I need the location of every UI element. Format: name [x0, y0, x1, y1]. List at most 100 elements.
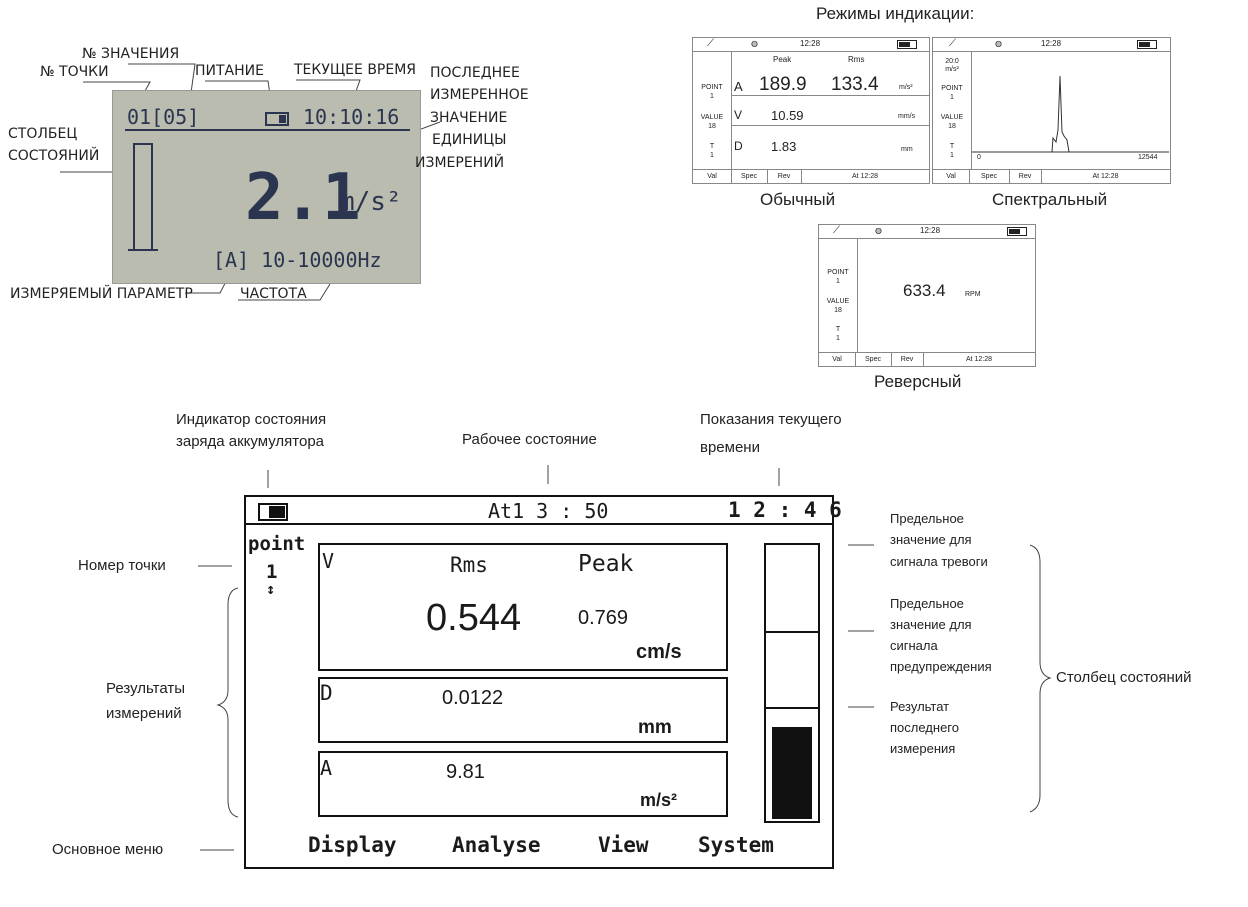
- label-point-number: № ТОЧКИ: [40, 64, 109, 80]
- lcd-time: 10:10:16: [303, 105, 400, 129]
- label-current-time-1: Показания текущего: [700, 411, 842, 428]
- label-last-result-1: Результат: [890, 699, 950, 714]
- normal-v-label: V: [734, 108, 743, 122]
- spectral-footer: Val Spec Rev At 12:28: [933, 169, 1170, 183]
- normal-v-unit: mm/s: [898, 113, 916, 120]
- spectral-tab-spec[interactable]: Spec: [969, 170, 1010, 183]
- spectral-x0: 0: [977, 154, 981, 161]
- label-status-column-1: СТОЛБЕЦ: [8, 126, 78, 142]
- up-down-arrows-icon[interactable]: ↕: [266, 580, 276, 598]
- battery-icon: [265, 112, 289, 126]
- reverse-value-label: VALUE: [826, 298, 850, 305]
- label-last-value-2: ИЗМЕРЕННОЕ: [430, 87, 529, 103]
- normal-d-unit: mm: [901, 146, 913, 153]
- label-status-column-2: СОСТОЯНИЙ: [8, 148, 100, 164]
- mode-screen-spectral: ⟋ ◍ 12:28 20:0 m/s² POINT 1 VALUE 18 T 1…: [932, 37, 1171, 184]
- lcd-units: m/s²: [339, 187, 402, 217]
- reverse-time: 12:28: [920, 226, 941, 235]
- reverse-tab-val[interactable]: Val: [819, 353, 856, 366]
- label-last-value-1: ПОСЛЕДНЕЕ: [430, 65, 520, 81]
- label-power: ПИТАНИЕ: [195, 63, 264, 79]
- label-alarm-3: сигнала тревоги: [890, 554, 988, 569]
- velocity-unit: cm/s: [636, 641, 682, 663]
- peak-label: Peak: [578, 551, 634, 577]
- reverse-unit: RPM: [965, 291, 981, 298]
- label-warning-2: значение для: [890, 617, 972, 632]
- label-current-time: ТЕКУЩЕЕ ВРЕМЯ: [294, 62, 417, 78]
- probe-icon: ⟋: [949, 38, 956, 49]
- label-last-result-3: измерения: [890, 741, 956, 756]
- normal-footer: Val Spec Rev At 12:28: [693, 169, 929, 183]
- normal-t-label: T: [709, 143, 715, 150]
- device-time: 1 2 : 4 6: [728, 498, 842, 522]
- menu-display[interactable]: Display: [308, 833, 397, 857]
- displacement-unit: mm: [638, 717, 672, 738]
- reverse-value: 633.4: [903, 281, 946, 300]
- velocity-peak-value: 0.769: [578, 607, 629, 629]
- spectral-unit: m/s²: [945, 66, 959, 73]
- spectral-side: 20:0 m/s² POINT 1 VALUE 18 T 1: [933, 52, 972, 169]
- label-alarm-2: значение для: [890, 532, 972, 547]
- spectral-time: 12:28: [1041, 39, 1062, 48]
- rms-label: Rms: [450, 553, 488, 577]
- vibration-icon: ◍: [875, 226, 882, 235]
- spectrum-plot: [972, 75, 1169, 153]
- normal-a-peak: 189.9: [759, 74, 807, 95]
- lcd-status-bar: [133, 143, 153, 251]
- menu-analyse[interactable]: Analyse: [452, 833, 541, 857]
- displacement-panel: D 0.0122 mm: [318, 677, 728, 743]
- label-measured-parameter: ИЗМЕРЯЕМЫЙ ПАРАМЕТР: [10, 286, 193, 302]
- menu-view[interactable]: View: [598, 833, 649, 857]
- battery-icon: [258, 503, 288, 521]
- label-warning-3: сигнала: [890, 638, 938, 653]
- vibration-icon: ◍: [995, 39, 1002, 48]
- acceleration-label: A: [320, 756, 333, 780]
- normal-tab-spec[interactable]: Spec: [731, 170, 768, 183]
- label-current-time-2: времени: [700, 439, 760, 456]
- reverse-point-label: POINT: [827, 269, 849, 276]
- spectral-tab-val[interactable]: Val: [933, 170, 970, 183]
- displacement-label: D: [320, 681, 333, 705]
- spectral-t-label: T: [949, 143, 955, 150]
- label-value-number: № ЗНАЧЕНИЯ: [82, 46, 180, 62]
- label-last-value-3: ЗНАЧЕНИЕ: [430, 110, 508, 126]
- status-cell-measurement: [764, 707, 820, 823]
- displacement-value: 0.0122: [442, 687, 504, 709]
- spectral-scale: 20:0: [945, 58, 959, 65]
- normal-tab-val[interactable]: Val: [693, 170, 732, 183]
- label-status-column: Столбец состояний: [1056, 669, 1192, 686]
- reverse-tab-rev[interactable]: Rev: [891, 353, 924, 366]
- reverse-point-num: 1: [836, 278, 840, 285]
- reverse-t-num: 1: [836, 335, 840, 342]
- lcd-screen: 01[05] 10:10:16 2.1 m/s² [A] 10-10000Hz: [112, 90, 421, 284]
- modes-title: Режимы индикации:: [816, 4, 975, 23]
- battery-icon: [897, 40, 917, 49]
- label-last-result-2: последнего: [890, 720, 959, 735]
- device-screen: At1 3 : 50 1 2 : 4 6 point 1 ↕ V Rms Pea…: [244, 495, 842, 869]
- label-main-menu: Основное меню: [52, 841, 164, 858]
- label-work-state: Рабочее состояние: [462, 431, 597, 448]
- acceleration-value: 9.81: [446, 761, 485, 783]
- reverse-tab-spec[interactable]: Spec: [855, 353, 892, 366]
- device-state: At1 3 : 50: [488, 499, 609, 523]
- spectral-x1: 12544: [1138, 154, 1158, 161]
- normal-peak-label: Peak: [773, 55, 792, 64]
- normal-a-rms: 133.4: [831, 74, 879, 95]
- menu-system[interactable]: System: [698, 833, 774, 857]
- lcd-divider: [125, 129, 410, 131]
- normal-point-num: 1: [710, 93, 714, 100]
- probe-icon: ⟋: [833, 225, 840, 236]
- status-level-fill: [772, 727, 812, 819]
- mode-screen-normal: ⟋ ◍ 12:28 POINT 1 VALUE 18 T 1 Peak Rms …: [692, 37, 930, 184]
- label-units-2: ИЗМЕРЕНИЙ: [415, 155, 505, 171]
- reverse-t-label: T: [835, 326, 841, 333]
- label-results-2: измерений: [106, 705, 182, 722]
- spectral-tab-rev[interactable]: Rev: [1009, 170, 1042, 183]
- status-cell-warning: [764, 631, 820, 709]
- lcd-value: 2.1: [245, 161, 361, 235]
- normal-tab-rev[interactable]: Rev: [767, 170, 802, 183]
- acceleration-panel: A 9.81 m/s²: [318, 751, 728, 817]
- label-frequency: ЧАСТОТА: [240, 286, 307, 302]
- acceleration-unit: m/s²: [640, 790, 678, 810]
- reverse-header: ⟋ ◍ 12:28: [819, 225, 1035, 239]
